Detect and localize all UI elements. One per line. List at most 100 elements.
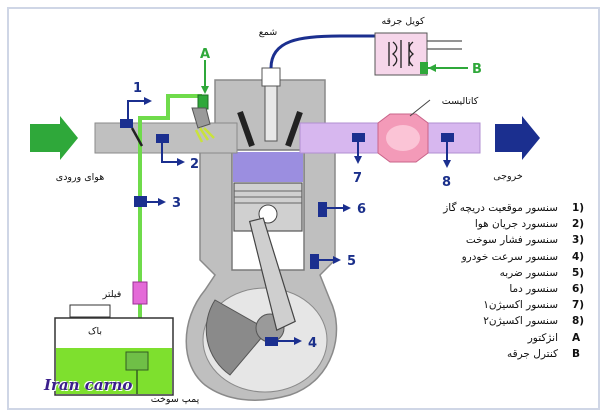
sensor-number-7: 7 bbox=[353, 171, 362, 186]
sensor-8 bbox=[441, 133, 454, 168]
injector bbox=[191, 107, 211, 129]
tank-label: باک bbox=[88, 326, 102, 337]
catalyst-core bbox=[386, 125, 420, 151]
sensor-number-5: 5 bbox=[347, 254, 356, 269]
legend-row: سنسورد جریان هوا 2) bbox=[394, 216, 594, 232]
legend-text: سنسور اکسیژن۲ bbox=[483, 315, 558, 328]
marker-a-arrow-icon bbox=[201, 86, 209, 94]
ignition-coil-label: کویل جرقه bbox=[381, 16, 425, 27]
legend-text: سنسور موقعیت دریچه گاز bbox=[443, 202, 558, 215]
legend-text: انژکتور bbox=[527, 331, 558, 344]
marker-b-label: B bbox=[472, 62, 482, 77]
sensor-number-8: 8 bbox=[442, 175, 451, 190]
combustion-chamber bbox=[233, 152, 303, 182]
sensor-number-1: 1 bbox=[133, 81, 142, 96]
crank-counterweight bbox=[205, 299, 269, 376]
sensor-4-body bbox=[265, 337, 278, 346]
legend-key: 4) bbox=[572, 250, 585, 263]
marker-b-arrow-icon bbox=[428, 64, 436, 72]
legend-row: سنسور موقعیت دریچه گاز 1) bbox=[394, 200, 594, 216]
spark-control-module bbox=[420, 62, 428, 74]
spark-plug-label: شمع bbox=[259, 27, 278, 38]
sensor-4-arrow-icon bbox=[294, 337, 302, 345]
intake-arrow-icon bbox=[30, 116, 78, 160]
fuel-pump-label: پمپ سوخت bbox=[151, 394, 200, 405]
legend-row: سنسور فشار سوخت 3) bbox=[394, 232, 594, 248]
catalyst-pointer bbox=[409, 99, 431, 117]
exhaust-label: خروجی bbox=[493, 171, 523, 182]
sensor-1-line bbox=[127, 100, 148, 119]
intake-air-label: هوای ورودی bbox=[56, 172, 104, 183]
exhaust-arrow-icon bbox=[495, 116, 540, 160]
connecting-rod bbox=[248, 217, 296, 332]
legend-row: سنسور ضربه 5) bbox=[394, 265, 594, 281]
legend-text: سنسور اکسیژن۱ bbox=[483, 299, 558, 312]
sensor-number-4: 4 bbox=[308, 336, 317, 351]
sensor-3-body bbox=[134, 196, 147, 207]
sensor-number-6: 6 bbox=[357, 202, 366, 217]
spark-plug bbox=[264, 85, 278, 142]
sensor-1-body bbox=[120, 119, 133, 128]
legend-key: 2) bbox=[572, 218, 585, 231]
sensor-2-arrow-icon bbox=[177, 158, 185, 166]
fuel-pump bbox=[125, 351, 149, 371]
sensor-8-body bbox=[441, 133, 454, 142]
legend-key: A bbox=[572, 331, 581, 344]
legend-key: 1) bbox=[572, 202, 585, 215]
coil-winding-icon bbox=[388, 40, 415, 68]
injector-connector bbox=[197, 94, 209, 110]
fuel-filter bbox=[132, 281, 148, 305]
throttle-plate bbox=[130, 127, 144, 147]
catalyst-label: کاتالیست bbox=[442, 96, 479, 107]
sensor-3 bbox=[134, 196, 166, 207]
marker-a-label: A bbox=[200, 47, 210, 62]
sensor-4 bbox=[265, 337, 302, 346]
sensor-6-body bbox=[318, 202, 327, 217]
filter-label: فیلتر bbox=[102, 289, 122, 300]
tank-cap bbox=[69, 304, 111, 318]
legend-text: سنسور فشار سوخت bbox=[465, 234, 558, 247]
sensor-8-arrow-icon bbox=[443, 160, 451, 168]
legend-row: سنسور دما 6) bbox=[394, 281, 594, 297]
sensor-2-body bbox=[156, 134, 169, 143]
legend-key: 3) bbox=[572, 234, 585, 247]
sensor-7-arrow-icon bbox=[354, 156, 362, 164]
sensor-1 bbox=[120, 97, 152, 128]
legend-text: سنسور دما bbox=[509, 283, 558, 296]
sensor-2-line bbox=[161, 143, 180, 163]
sensor-7-body bbox=[352, 133, 365, 142]
sensor-6 bbox=[318, 202, 351, 217]
hv-wire bbox=[269, 34, 375, 69]
legend-text: سنسورد جریان هوا bbox=[474, 218, 558, 231]
intake-valve bbox=[237, 111, 255, 147]
legend-row: سنسور سرعت خودرو 4) bbox=[394, 249, 594, 265]
sensor-2 bbox=[156, 134, 185, 166]
exhaust-manifold bbox=[299, 122, 379, 154]
legend-text: سنسور ضربه bbox=[499, 266, 558, 279]
fuel-spray bbox=[194, 127, 215, 143]
sensor-number-2: 2 bbox=[190, 157, 199, 172]
sensor-5-arrow-icon bbox=[333, 256, 341, 264]
exhaust-valve bbox=[285, 111, 303, 147]
sensor-number-3: 3 bbox=[172, 196, 181, 211]
sensor-5-body bbox=[310, 254, 319, 269]
fuel-level bbox=[56, 348, 172, 394]
sensor-legend: سنسور موقعیت دریچه گاز 1) سنسورد جریان هو… bbox=[394, 200, 594, 362]
legend-row: انژکتور A bbox=[394, 330, 594, 346]
legend-key: 5) bbox=[572, 266, 585, 279]
watermark: Iran carno bbox=[44, 376, 133, 394]
legend-text: سنسور سرعت خودرو bbox=[461, 250, 558, 263]
sensor-5 bbox=[310, 254, 341, 269]
legend-key: B bbox=[572, 347, 581, 360]
legend-row: سنسور اکسیژن۲ 8) bbox=[394, 313, 594, 329]
legend-key: 7) bbox=[572, 299, 585, 312]
legend-key: 6) bbox=[572, 283, 585, 296]
spark-plug-cap bbox=[261, 67, 281, 87]
legend-key: 8) bbox=[572, 315, 585, 328]
sensor-3-arrow-icon bbox=[158, 198, 166, 206]
sensor-1-arrow-icon bbox=[144, 97, 152, 105]
sensor-7 bbox=[352, 133, 365, 164]
